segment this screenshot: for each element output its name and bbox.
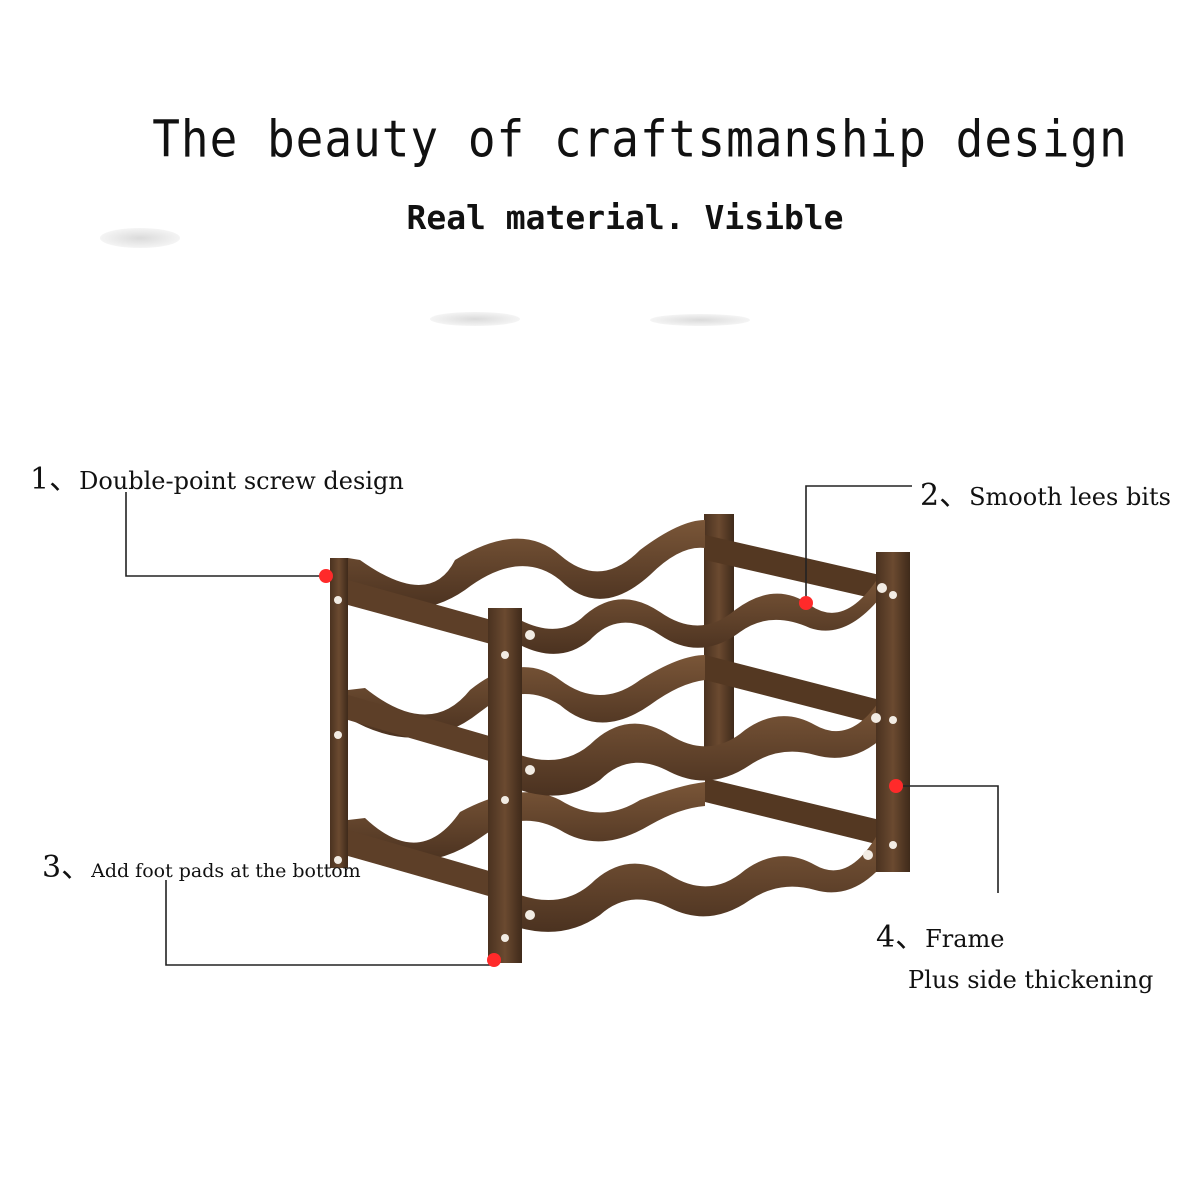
side-rail-right-top — [705, 535, 880, 600]
back-rail-top — [348, 520, 705, 609]
background-smudge — [100, 228, 180, 248]
callout-leader-lines — [125, 485, 999, 966]
back-post-left — [330, 558, 348, 868]
callout-number: 2、 — [920, 478, 970, 513]
callout-number: 1、 — [30, 462, 80, 497]
callout-number: 3、 — [42, 850, 92, 885]
side-rail-right-bottom — [705, 778, 880, 845]
background-smudge — [650, 314, 750, 326]
side-rail-left-top — [348, 580, 520, 652]
callout-label: Smooth lees bits — [969, 483, 1171, 511]
page-subtitle: Real material. Visible — [406, 198, 844, 237]
front-rail-top — [520, 575, 880, 654]
front-rail-middle — [520, 700, 880, 796]
callout-number: 4、 — [876, 920, 926, 955]
callout-label: Double-point screw design — [79, 467, 404, 495]
front-post-right — [876, 552, 910, 872]
page-title: The beauty of craftsmanship design — [152, 109, 1128, 169]
side-rail-left-mid — [348, 695, 520, 770]
callout-label: Add foot pads at the bottom — [91, 860, 361, 882]
back-rail-bottom — [348, 782, 705, 862]
callout-frame-subtext: Plus side thickening — [908, 966, 1154, 994]
callout-smooth-bits: 2、Smooth lees bits — [920, 470, 1171, 514]
back-rail-middle — [348, 655, 705, 738]
callout-foot-pads: 3、Add foot pads at the bottom — [42, 842, 361, 886]
side-rail-left-bottom — [348, 830, 520, 905]
front-rail-bottom — [520, 830, 880, 932]
highlight-markers — [319, 569, 903, 967]
front-post-left — [488, 608, 522, 963]
callout-screw-design: 1、Double-point screw design — [30, 454, 404, 498]
callout-label: Frame — [925, 925, 1005, 953]
background-smudge — [430, 312, 520, 326]
screw-holes — [334, 583, 897, 942]
side-rail-right-mid — [705, 655, 880, 725]
callout-frame: 4、Frame — [876, 912, 1005, 956]
